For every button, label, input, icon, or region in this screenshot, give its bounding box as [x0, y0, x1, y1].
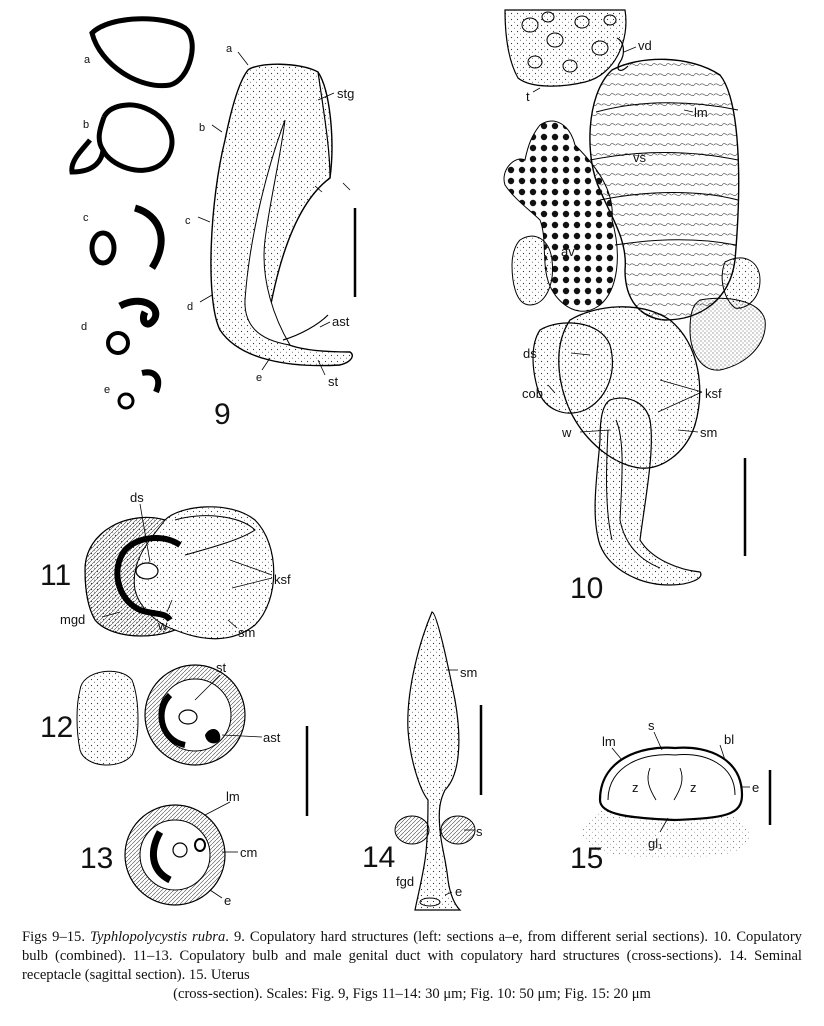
- figure-13-leaders: [204, 801, 238, 899]
- caption-line1: . 9. Copulatory hard structures (left: s…: [225, 929, 611, 945]
- label-ksf-11: ksf: [274, 572, 291, 587]
- label-z-15-right: z: [690, 780, 697, 795]
- figure-9: a b c d e a b c d e stg ast: [69, 16, 357, 431]
- label-cob: cob: [522, 386, 543, 401]
- testis-cells: [521, 11, 617, 73]
- seminal-receptacle-14: [407, 611, 462, 911]
- figure-11: ds ksf mgd w sm 11: [40, 490, 291, 640]
- figure-14-leaders: [444, 669, 474, 896]
- figure-number-13: 13: [80, 842, 113, 875]
- figure-number-11: 11: [40, 559, 71, 592]
- section-d: [106, 297, 160, 355]
- label-section-a: a: [84, 54, 91, 66]
- label-z-15-left: z: [632, 780, 639, 795]
- label-s-15: s: [648, 718, 655, 733]
- label-lm-15: lm: [602, 734, 616, 749]
- section-e: [117, 369, 162, 410]
- label-lm: lm: [694, 105, 708, 120]
- figure-12: st ast 12: [40, 660, 309, 816]
- caption-lead: Figs 9–15.: [22, 929, 85, 945]
- figure-13: lm cm e 13: [80, 789, 257, 908]
- figure-number-14: 14: [362, 841, 395, 874]
- label-ast-12: ast: [263, 730, 281, 745]
- label-bl-15: bl: [724, 732, 734, 747]
- label-ast: ast: [332, 314, 350, 329]
- stylet-section-13: [149, 830, 172, 884]
- caption-line4: (cross-section). Scales: Fig. 9, Figs 11…: [173, 986, 651, 1002]
- figure-number-9: 9: [214, 398, 231, 431]
- figure-10-leaders: [532, 46, 703, 433]
- figure-caption: Figs 9–15. Typhlopolycystis rubra. 9. Co…: [22, 928, 802, 1004]
- figure-15: lm s bl z z e gl₁ 15: [570, 718, 772, 875]
- stylet-section-11: [114, 535, 182, 622]
- label-av: av: [561, 244, 575, 259]
- figure-9-leaders: [197, 51, 351, 376]
- label-fgd-14: fgd: [396, 874, 414, 889]
- label-vs: vs: [633, 150, 647, 165]
- figure-11-leaders: [101, 503, 273, 629]
- label-e-13: e: [224, 893, 231, 908]
- label-st-12: st: [216, 660, 227, 675]
- section-b: [69, 102, 175, 175]
- sphincter-14: [394, 815, 476, 845]
- label-level-a: a: [226, 43, 233, 55]
- label-e-15: e: [752, 780, 759, 795]
- label-w-11: w: [157, 618, 168, 633]
- label-section-c: c: [83, 212, 89, 224]
- accessory-vesicle: [503, 120, 618, 312]
- gland-cell-right: [689, 297, 766, 371]
- section-c: [89, 204, 165, 270]
- figure-number-12: 12: [40, 711, 73, 744]
- seminal-receptacle-12: [76, 670, 139, 766]
- label-mgd-11: mgd: [60, 612, 85, 627]
- stylet-drawing: [210, 63, 353, 367]
- figure-number-10: 10: [570, 572, 603, 605]
- label-level-e: e: [256, 372, 262, 384]
- label-vd: vd: [638, 38, 652, 53]
- label-t: t: [526, 89, 530, 104]
- label-level-c: c: [185, 215, 191, 227]
- figure-number-15: 15: [570, 842, 603, 875]
- label-level-d: d: [187, 301, 193, 313]
- label-e-14: e: [455, 884, 462, 899]
- label-sm: sm: [700, 425, 717, 440]
- label-ds-11: ds: [130, 490, 144, 505]
- figure-plate: a b c d e a b c d e stg ast: [40, 9, 772, 911]
- uterus-wall-15: [598, 746, 744, 822]
- caption-species: Typhlopolycystis rubra: [90, 929, 226, 945]
- label-gl-15: gl₁: [648, 836, 663, 851]
- figure-14: sm s fgd e 14: [362, 611, 483, 911]
- label-w: w: [561, 425, 572, 440]
- label-section-d: d: [81, 321, 87, 333]
- section-a: [89, 16, 195, 89]
- label-s-14: s: [476, 824, 483, 839]
- gland-cell-upper-right: [721, 257, 761, 309]
- figure-12-leaders: [194, 674, 263, 738]
- ejaculatory-duct-11: [135, 562, 159, 580]
- label-section-e: e: [104, 384, 110, 396]
- caption-line2: serial sections). 10. Copulatory bulb (c…: [22, 929, 802, 964]
- label-stg: stg: [337, 86, 354, 101]
- figure-10: vd t lm vs av ds cob ksf w sm 10: [503, 9, 766, 605]
- muscle-wall-11: [84, 516, 177, 637]
- label-cm-13: cm: [240, 845, 257, 860]
- label-sm-14: sm: [460, 665, 477, 680]
- label-ksf: ksf: [705, 386, 722, 401]
- stylet-section-12: [158, 692, 186, 748]
- label-ds: ds: [523, 346, 537, 361]
- gland-cell-left: [511, 235, 554, 306]
- figure-15-leaders: [611, 731, 750, 833]
- caption-line3: copulatory hard structures (cross-sectio…: [22, 948, 802, 983]
- label-sm-11: sm: [238, 625, 255, 640]
- label-st: st: [328, 374, 339, 389]
- label-section-b: b: [83, 119, 89, 131]
- label-lm-13: lm: [226, 789, 240, 804]
- muscle-bands: [589, 102, 739, 246]
- label-level-b: b: [199, 122, 205, 134]
